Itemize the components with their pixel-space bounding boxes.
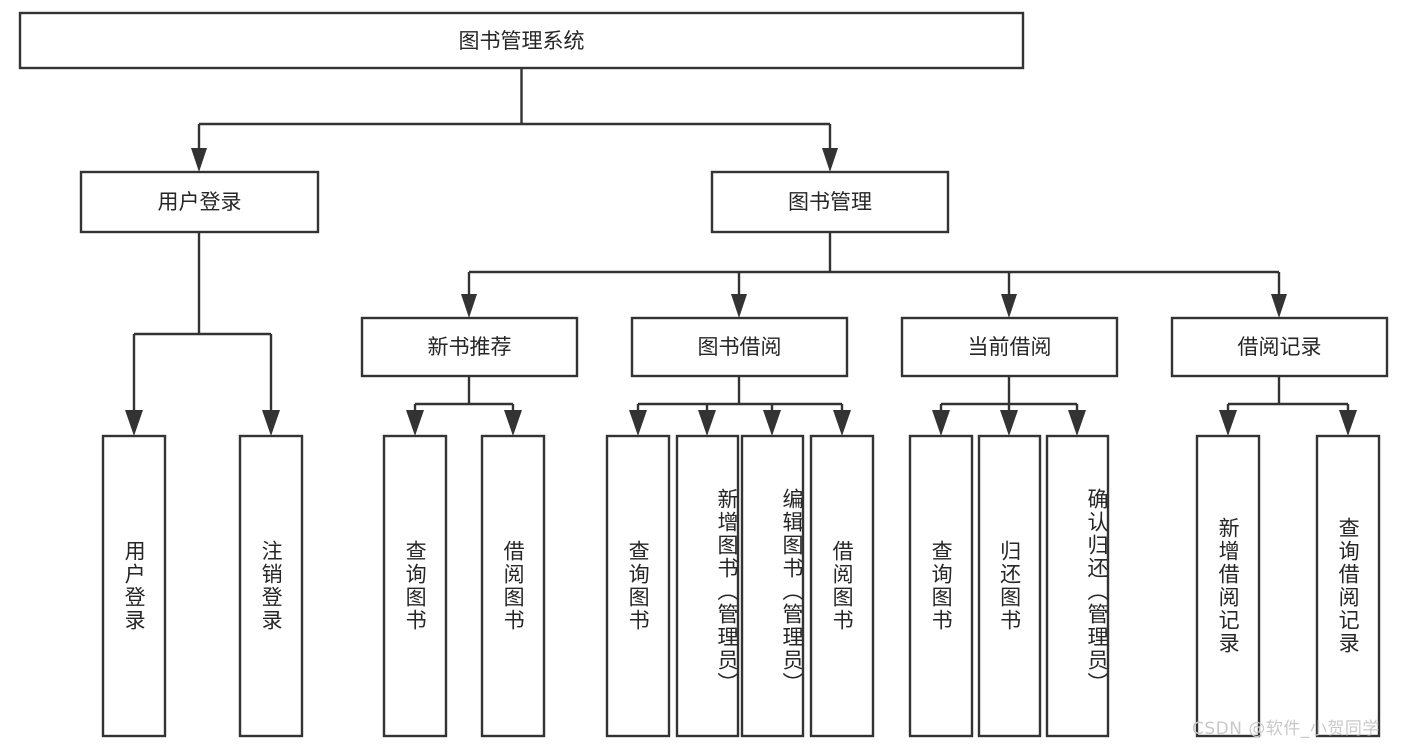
leaf-box-current-confirm[interactable] (1045, 434, 1110, 738)
arrow-current-borrow (1001, 294, 1017, 318)
leaf-box-record-query[interactable] (1315, 434, 1381, 738)
leaf-box-logout[interactable] (238, 434, 304, 738)
node-current-borrow-box[interactable] (900, 316, 1119, 378)
node-book-manage-box[interactable] (710, 170, 950, 234)
arrow-bookborrow-leaf4 (833, 410, 851, 436)
node-borrow-record[interactable]: 借阅记录 (1170, 316, 1389, 378)
arrow-borrow-record (1271, 294, 1287, 318)
node-new-book-recommend-label: 新书推荐 (428, 335, 512, 359)
node-root-box[interactable] (18, 11, 1025, 70)
arrow-bookborrow-leaf1 (629, 410, 647, 436)
leaf-box-borrow-lend[interactable] (809, 434, 875, 738)
node-root[interactable]: 图书管理系统 (18, 11, 1025, 70)
csdn-watermark: CSDN @软件_小贺同学 (1192, 719, 1380, 739)
arrow-bookborrow-leaf2 (698, 410, 716, 436)
arrow-currentborrow-leaf3 (1068, 410, 1086, 436)
leaf-box-newbook-borrow[interactable] (480, 434, 546, 738)
node-user-login-box[interactable] (79, 170, 320, 234)
node-root-label: 图书管理系统 (459, 29, 585, 53)
connector-group (125, 68, 1357, 436)
node-book-manage-label: 图书管理 (788, 190, 872, 214)
arrow-currentborrow-leaf1 (932, 410, 950, 436)
node-user-login[interactable]: 用户登录 (79, 170, 320, 234)
node-current-borrow[interactable]: 当前借阅 (900, 316, 1119, 378)
leaf-box-record-add[interactable] (1195, 434, 1261, 738)
arrow-borrowrecord-leaf1 (1219, 410, 1237, 436)
arrow-currentborrow-leaf2 (1000, 410, 1018, 436)
node-new-book-recommend[interactable]: 新书推荐 (360, 316, 579, 378)
node-book-manage[interactable]: 图书管理 (710, 170, 950, 234)
arrow-newbook-leaf2 (504, 410, 522, 436)
node-book-borrow-box[interactable] (630, 316, 849, 378)
arrow-book-borrow (731, 294, 747, 318)
node-borrow-record-box[interactable] (1170, 316, 1389, 378)
node-user-login-label: 用户登录 (158, 190, 242, 214)
arrow-leaf-user-login (125, 410, 143, 436)
leaf-box-current-return[interactable] (977, 434, 1042, 738)
leaf-box-newbook-query[interactable] (382, 434, 448, 738)
arrow-leaf-logout (262, 410, 280, 436)
arrow-bookborrow-leaf3 (763, 410, 781, 436)
leaf-box-user-login[interactable] (101, 434, 167, 738)
node-book-borrow[interactable]: 图书借阅 (630, 316, 849, 378)
arrow-user-login (191, 148, 207, 172)
node-new-book-recommend-box[interactable] (360, 316, 579, 378)
leaf-box-borrow-edit[interactable] (740, 434, 805, 738)
arrow-borrowrecord-leaf2 (1339, 410, 1357, 436)
leaf-box-borrow-query[interactable] (605, 434, 671, 738)
leaf-box-current-query[interactable] (908, 434, 974, 738)
arrow-new-book (461, 294, 477, 318)
arrow-newbook-leaf1 (406, 410, 424, 436)
leaf-box-borrow-add[interactable] (675, 434, 740, 738)
node-current-borrow-label: 当前借阅 (968, 335, 1052, 359)
node-borrow-record-label: 借阅记录 (1238, 335, 1322, 359)
node-book-borrow-label: 图书借阅 (698, 335, 782, 359)
arrow-book-manage (822, 148, 838, 172)
